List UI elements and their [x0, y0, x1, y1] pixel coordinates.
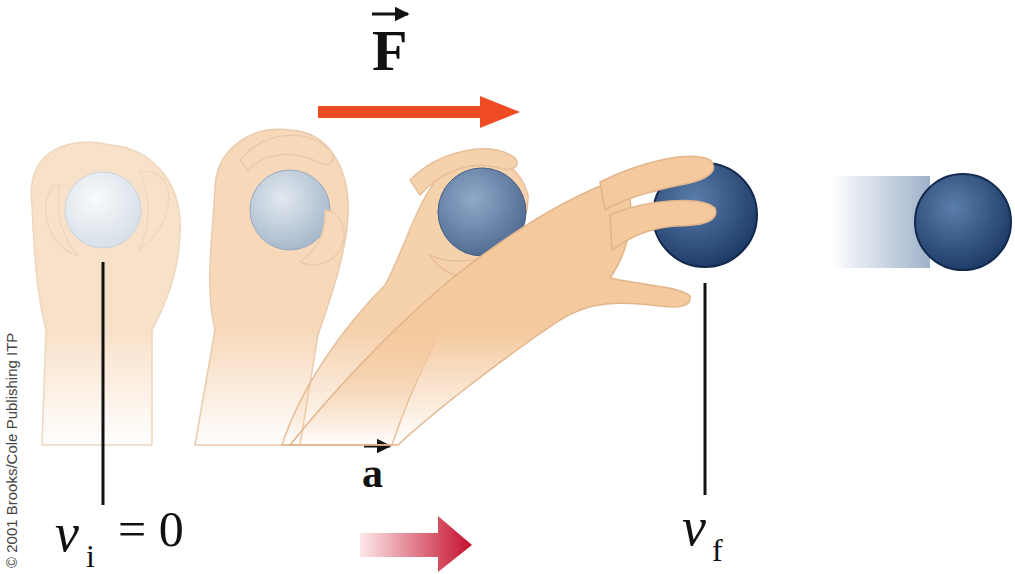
value-text: = 0: [118, 504, 184, 554]
acceleration-symbol: a: [362, 452, 383, 494]
leader-line: [704, 283, 707, 495]
velocity-symbol: v: [55, 506, 79, 560]
hand: [290, 156, 757, 445]
force-symbol: F: [372, 22, 407, 80]
vector-mark: [372, 13, 408, 16]
copyright-note: © 2001 Brooks/Cole Publishing ITP: [4, 333, 19, 568]
subscript: i: [86, 540, 95, 572]
leader-line: [102, 262, 105, 505]
hand: [31, 142, 180, 445]
force-arrow: [318, 96, 520, 128]
subscript: f: [712, 534, 723, 566]
acceleration-arrow: [360, 516, 472, 572]
ball: [915, 174, 1011, 270]
velocity-symbol: v: [682, 500, 706, 554]
